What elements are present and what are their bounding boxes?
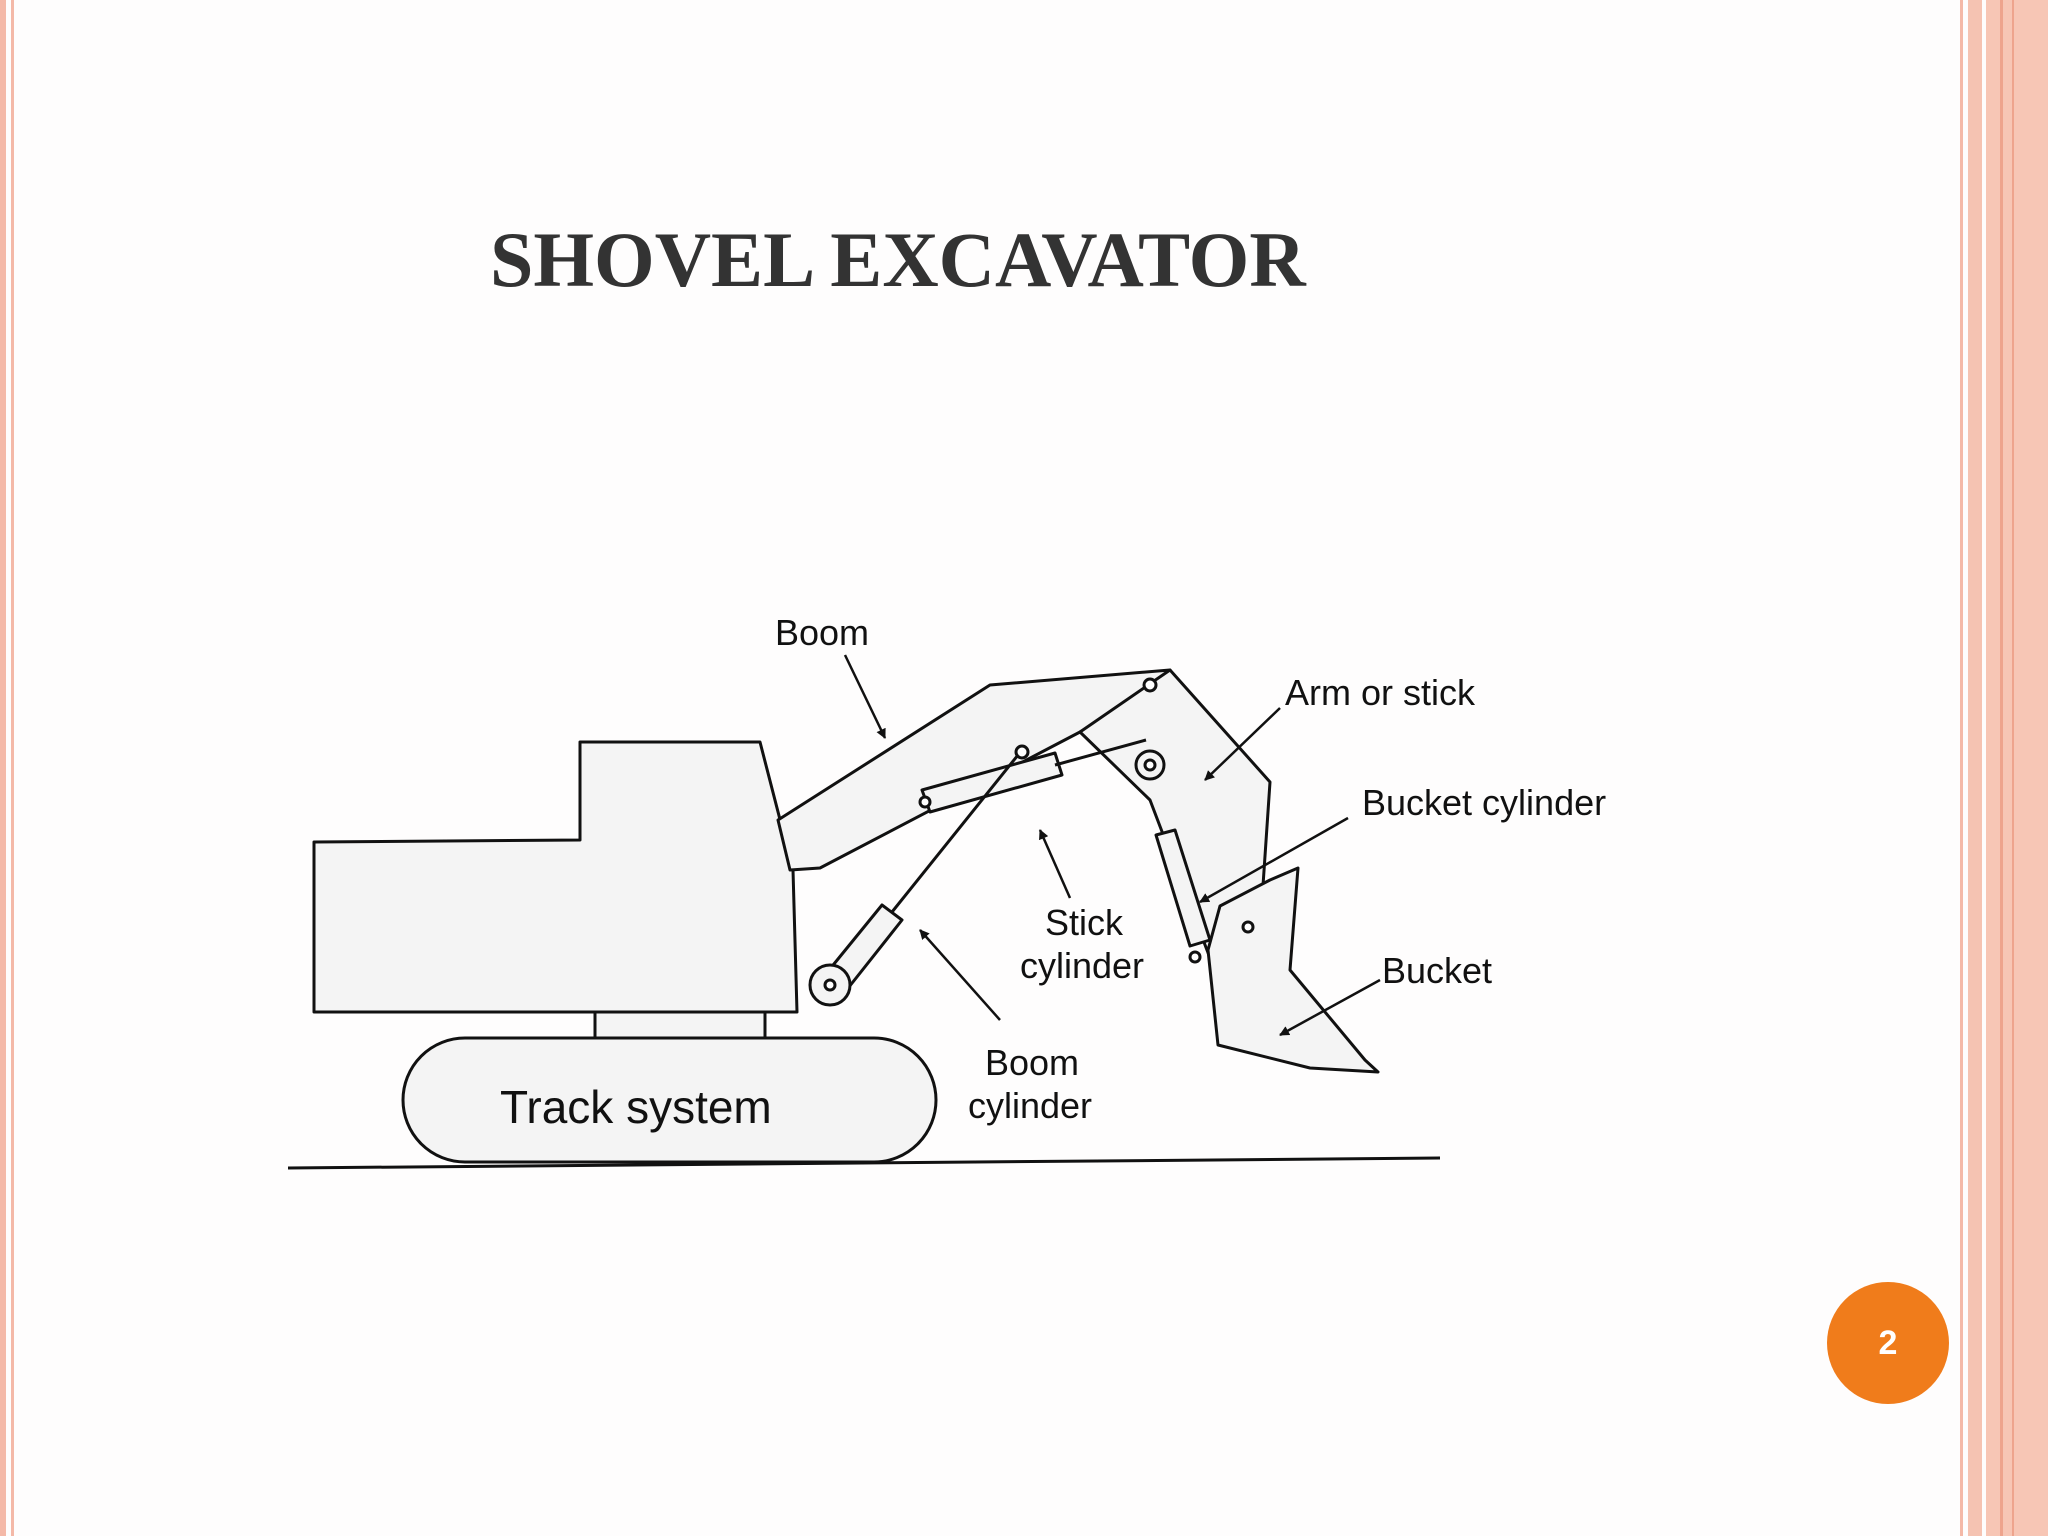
bucket-cylinder-arrow: [1199, 816, 1349, 904]
label-stick-cylinder-line1: Stick: [1045, 902, 1124, 943]
label-track-system: Track system: [500, 1081, 772, 1133]
boom: [776, 668, 1172, 872]
bucket: [1206, 866, 1380, 1074]
right-border-line: [1960, 0, 1963, 1536]
stick-cylinder-arrow: [1038, 829, 1072, 899]
bucket-arrow: [1279, 978, 1381, 1037]
right-border-stripe-2: [2012, 0, 2014, 1536]
shovel-excavator-diagram: Boom Arm or stick Bucket cylinder Stick …: [287, 612, 1606, 1170]
slide-title: SHOVEL EXCAVATOR: [490, 216, 1306, 303]
label-arm: Arm or stick: [1285, 672, 1476, 713]
label-boom-cylinder-line1: Boom: [985, 1042, 1079, 1083]
turntable-pedestal: [593, 1008, 767, 1040]
boom-cylinder-arrow: [919, 929, 1001, 1021]
label-boom: Boom: [775, 612, 869, 653]
right-border-band: [1986, 0, 2048, 1536]
right-border-stripe-1: [2000, 0, 2003, 1536]
label-bucket: Bucket: [1382, 950, 1492, 991]
left-border-line: [11, 0, 14, 1536]
cab-body: [312, 740, 799, 1014]
right-border-bar: [1968, 0, 1982, 1536]
left-border-bar: [0, 0, 6, 1536]
boom-arrow: [843, 654, 887, 739]
label-bucket-cylinder: Bucket cylinder: [1362, 782, 1606, 823]
arm-arrow: [1204, 707, 1281, 781]
page-number-badge: 2: [1827, 1282, 1949, 1404]
label-stick-cylinder-line2: cylinder: [1020, 945, 1144, 986]
label-boom-cylinder-line2: cylinder: [968, 1085, 1092, 1126]
